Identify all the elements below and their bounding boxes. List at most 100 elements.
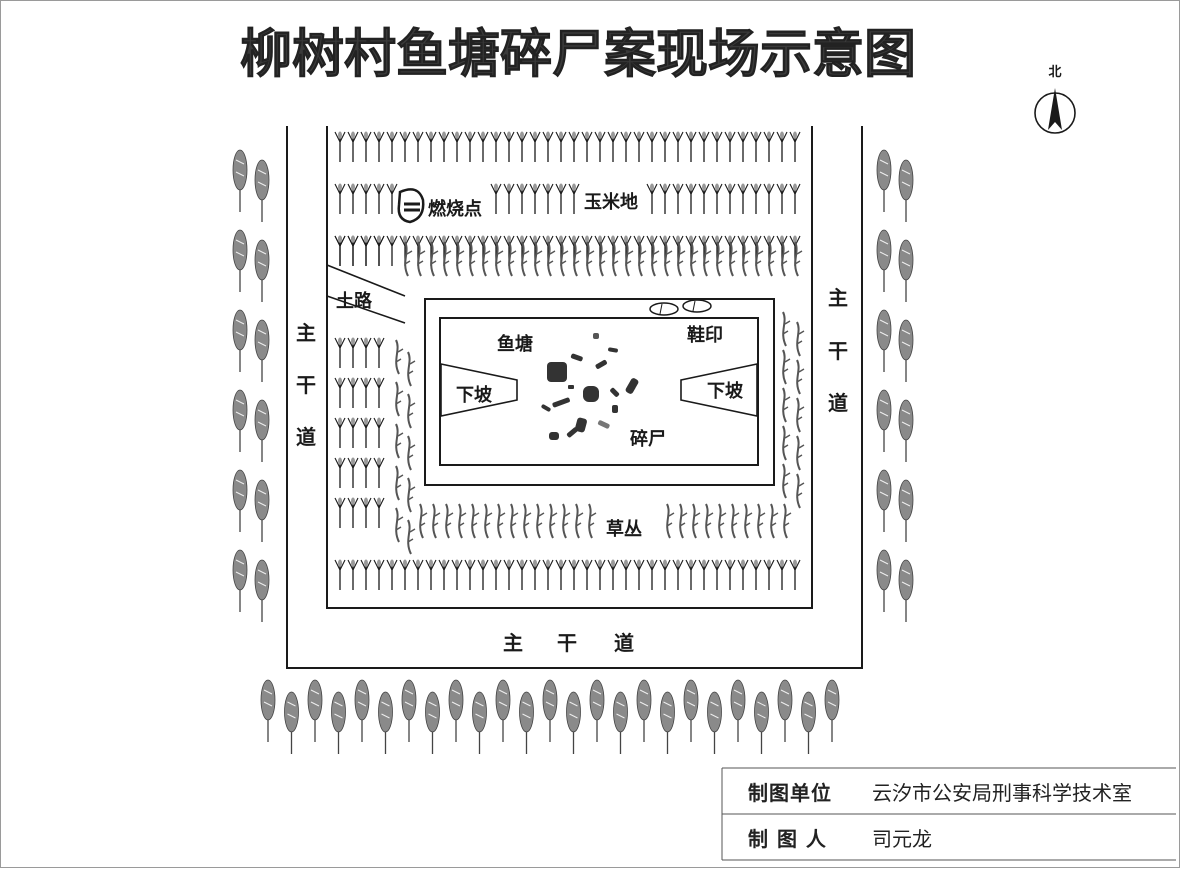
- grass-tuft-icon: [705, 503, 714, 539]
- corn-plant-icon: [386, 131, 398, 162]
- grass-tuft-icon: [523, 503, 532, 539]
- legend-unit-label: 制图单位: [748, 781, 832, 805]
- grass-tuft-icon: [407, 351, 416, 387]
- grass-tuft-icon: [666, 503, 675, 539]
- corn-plant-icon: [646, 183, 658, 214]
- grass-tuft-icon: [404, 241, 413, 277]
- grass-tuft-icon: [417, 241, 426, 277]
- tree-icon: [707, 691, 722, 754]
- tree-icon: [876, 309, 892, 372]
- corn-plant-icon: [477, 559, 489, 590]
- grass-tuft-icon: [419, 503, 428, 539]
- corn-plant-icon: [347, 235, 359, 266]
- tree-icon: [589, 679, 605, 742]
- tree-icon: [260, 679, 276, 742]
- grass-tuft-icon: [395, 465, 404, 501]
- corn-plant-icon: [373, 377, 385, 408]
- corn-plant-icon: [451, 131, 463, 162]
- tree-icon: [876, 149, 892, 212]
- tree-icon: [254, 319, 270, 382]
- tree-icon: [232, 149, 248, 212]
- label-slope-right: 下坡: [707, 380, 744, 402]
- corn-plant-icon: [672, 559, 684, 590]
- corn-plant-icon: [698, 183, 710, 214]
- shoeprint-icon: [649, 299, 712, 316]
- corn-plant-icon: [633, 559, 645, 590]
- corn-plant-icon: [373, 183, 385, 214]
- grass-tuft-icon: [573, 241, 582, 277]
- corn-plant-icon: [529, 131, 541, 162]
- burn-point-mark: [397, 188, 425, 224]
- legend-unit-value: 云汐市公安局刑事科学技术室: [872, 781, 1132, 805]
- grass-tuft-icon: [536, 503, 545, 539]
- grass-tuft-icon: [521, 241, 530, 277]
- corn-plant-icon: [412, 559, 424, 590]
- label-corn-field: 玉米地: [584, 191, 638, 213]
- corn-plant-icon: [347, 497, 359, 528]
- corn-plant-icon: [555, 183, 567, 214]
- page-title: 柳树村鱼塘碎尸案现场示意图: [240, 24, 916, 85]
- grass-tuft-icon: [443, 241, 452, 277]
- grass-tuft-icon: [471, 503, 480, 539]
- corn-plant-icon: [776, 131, 788, 162]
- corn-plant-icon: [334, 235, 346, 266]
- corn-plant-icon: [542, 131, 554, 162]
- corn-plant-icon: [516, 183, 528, 214]
- corn-plant-icon: [763, 131, 775, 162]
- grass-tuft-icon: [679, 503, 688, 539]
- tree-icon: [254, 479, 270, 542]
- north-label: 北: [1048, 65, 1061, 80]
- tree-icon: [354, 679, 370, 742]
- grass-tuft-icon: [796, 435, 805, 471]
- grass-tuft-icon: [690, 241, 699, 277]
- tree-icon: [876, 229, 892, 292]
- grass-tuft-icon: [469, 241, 478, 277]
- tree-icon: [777, 679, 793, 742]
- tree-icon: [232, 549, 248, 612]
- corn-plant-icon: [529, 183, 541, 214]
- grass-tuft-icon: [395, 423, 404, 459]
- grass-tuft-icon: [677, 241, 686, 277]
- grass-tuft-icon: [651, 241, 660, 277]
- grass-tuft-icon: [407, 393, 416, 429]
- dirt-road-line-bottom: [326, 295, 406, 324]
- corn-plant-icon: [503, 131, 515, 162]
- corn-plant-icon: [360, 183, 372, 214]
- corn-plant-icon: [789, 183, 801, 214]
- corn-plant-icon: [347, 337, 359, 368]
- dirt-road-line-top: [326, 264, 406, 297]
- corn-plant-icon: [490, 183, 502, 214]
- label-fish-pond: 鱼塘: [497, 333, 533, 355]
- tree-icon: [898, 319, 914, 382]
- corn-plant-icon: [607, 559, 619, 590]
- legend-lines: [721, 767, 1176, 861]
- corn-plant-icon: [334, 559, 346, 590]
- corn-plant-icon: [360, 497, 372, 528]
- corn-plant-icon: [698, 559, 710, 590]
- grass-tuft-icon: [395, 507, 404, 543]
- tree-icon: [378, 691, 393, 754]
- tree-icon: [613, 691, 628, 754]
- corn-plant-icon: [334, 417, 346, 448]
- slope-right-shape: [680, 363, 758, 417]
- corn-plant-icon: [334, 457, 346, 488]
- corn-plant-icon: [477, 131, 489, 162]
- grass-tuft-icon: [781, 241, 790, 277]
- corn-plant-icon: [516, 559, 528, 590]
- road-left-char-2: 干: [296, 373, 316, 397]
- grass-tuft-icon: [407, 435, 416, 471]
- tree-icon: [801, 691, 816, 754]
- tree-icon: [683, 679, 699, 742]
- grass-tuft-icon: [547, 241, 556, 277]
- corn-plant-icon: [373, 457, 385, 488]
- corn-plant-icon: [386, 235, 398, 266]
- corn-plant-icon: [581, 131, 593, 162]
- label-slope-left: 下坡: [456, 384, 493, 406]
- tree-icon: [495, 679, 511, 742]
- corn-plant-icon: [620, 559, 632, 590]
- corn-plant-icon: [724, 559, 736, 590]
- road-right-char-1: 主: [828, 286, 848, 310]
- grass-tuft-icon: [560, 241, 569, 277]
